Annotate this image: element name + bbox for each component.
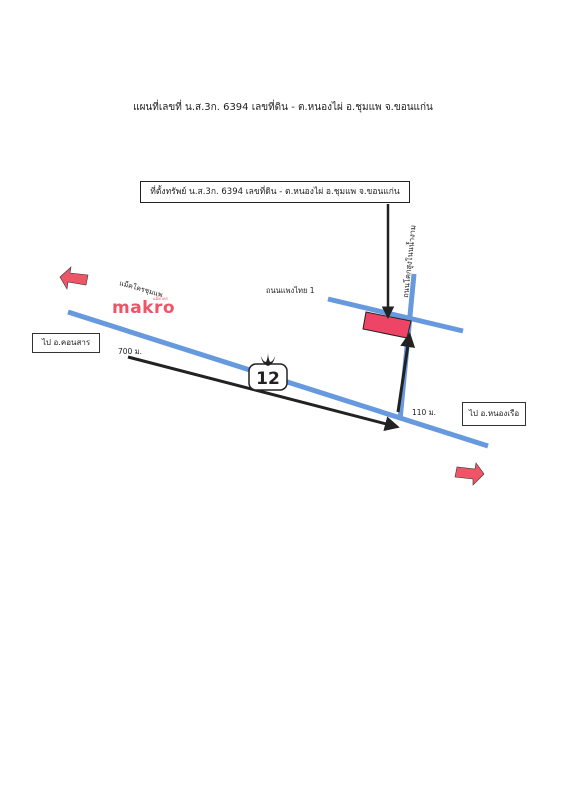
route-arrow-700 [127,355,400,431]
to-nongruea-box: ไป อ.หนองเรือ [462,402,526,426]
distance-110-label: 110 ม. [412,408,437,417]
direction-arrow-right-icon [454,462,485,486]
highway-number: 12 [256,369,280,389]
phaengthai-road-label: ถนนแพงไทย 1 [266,286,315,295]
direction-arrow-left-icon [59,266,89,290]
phaengthai-road [327,296,464,334]
makro-logo-sub: แม็คโคร [153,296,168,301]
property-location-box: ที่ตั้งทรัพย์ น.ส.3ก. 6394 เลขที่ดิน - ต… [140,181,410,203]
makro-logo: makro [112,298,176,318]
to-khonsan-box: ไป อ.คอนสาร [32,333,100,353]
map-title: แผนที่เลขที่ น.ส.3ก. 6394 เลขที่ดิน - ต.… [133,102,433,113]
route-arrow-110 [396,332,416,413]
distance-700-label: 700 ม. [118,347,143,356]
highway-12-shield: 12 [248,352,288,391]
